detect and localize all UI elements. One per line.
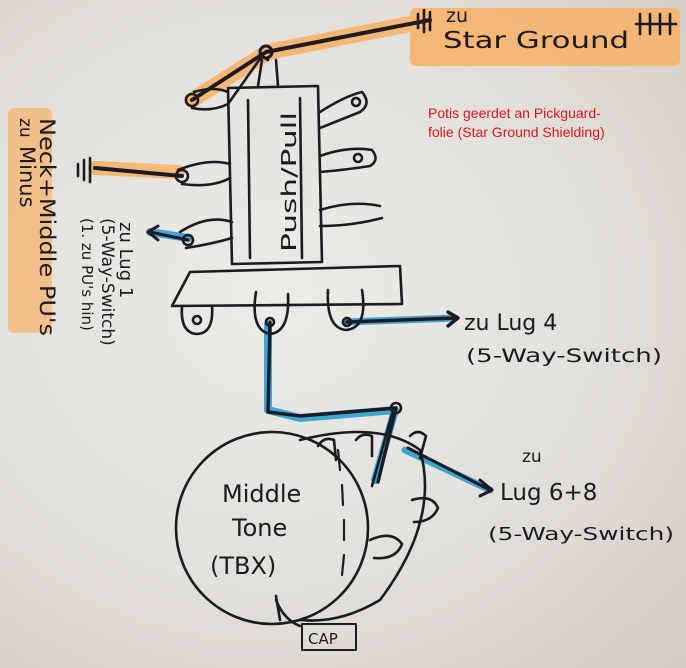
- cap-label: CAP: [308, 630, 338, 648]
- lug68-switch: (5-Way-Switch): [488, 524, 674, 545]
- tone-wire-highlight: [264, 321, 399, 484]
- lug4-switch: (5-Way-Switch): [466, 345, 662, 367]
- lug4-wire: [345, 310, 460, 328]
- lug1-wire: [146, 224, 190, 242]
- lug1-label: zu Lug 1: [115, 222, 136, 298]
- lug68-label: Lug 6+8: [500, 480, 597, 506]
- ground-symbol-minus: [76, 156, 92, 184]
- ground-symbol-right: [634, 12, 678, 36]
- pot-label-tone: Tone: [231, 514, 287, 542]
- shielding-note-line1: Potis geerdet an Pickguard-: [428, 105, 601, 121]
- lug4-label: zu Lug 4: [464, 311, 557, 336]
- handwritten-labels: zu Star Ground zu Minus Neck+Middle PU's…: [15, 5, 674, 648]
- tone-pot-side: [298, 430, 427, 622]
- pot-label-tbx: (TBX): [210, 552, 276, 580]
- tone-pot: [174, 430, 370, 626]
- ink-drawing: [76, 8, 678, 651]
- shielding-note: Potis geerdet an Pickguard- folie (Star …: [428, 104, 678, 142]
- switch-right-lugs: [318, 90, 384, 228]
- star-ground-zu: zu: [446, 5, 468, 27]
- tone-wire: [266, 320, 398, 484]
- tone-pot-lugs: [316, 430, 440, 560]
- tone-wire-2: [370, 412, 394, 488]
- switch-left-lugs: [174, 87, 234, 250]
- minus-wire: [93, 166, 184, 178]
- star-ground-label: Star Ground: [443, 28, 629, 54]
- shielding-note-line2: folie (Star Ground Shielding): [428, 124, 605, 140]
- minus-zu: zu: [15, 118, 35, 138]
- star-ground-label-highlight: [410, 8, 680, 66]
- lug1-switch: (5-Way-Switch): [97, 218, 117, 346]
- switch-top-tabs: [256, 58, 280, 88]
- minus-neck-middle: Neck+Middle PU's: [35, 118, 59, 336]
- minus-label-highlight: [8, 108, 52, 333]
- lug1-note: (1. zu PU's hin): [78, 218, 96, 331]
- tone-pot-dashes: [336, 448, 346, 577]
- lug68-zu: zu: [522, 447, 542, 467]
- switch-body: [226, 84, 324, 266]
- cap-box: [301, 623, 357, 651]
- minus-label: Minus: [15, 146, 39, 208]
- push-pull-label: Push/Pull: [277, 112, 301, 252]
- cap-lead: [274, 594, 302, 628]
- ground-symbol-star: [416, 8, 432, 34]
- switch-inner-lines: [246, 96, 304, 260]
- star-ground-wire: [190, 18, 432, 102]
- switch-base: [170, 264, 404, 308]
- pot-lugs: [180, 288, 365, 336]
- pot-label-middle: Middle: [222, 480, 301, 508]
